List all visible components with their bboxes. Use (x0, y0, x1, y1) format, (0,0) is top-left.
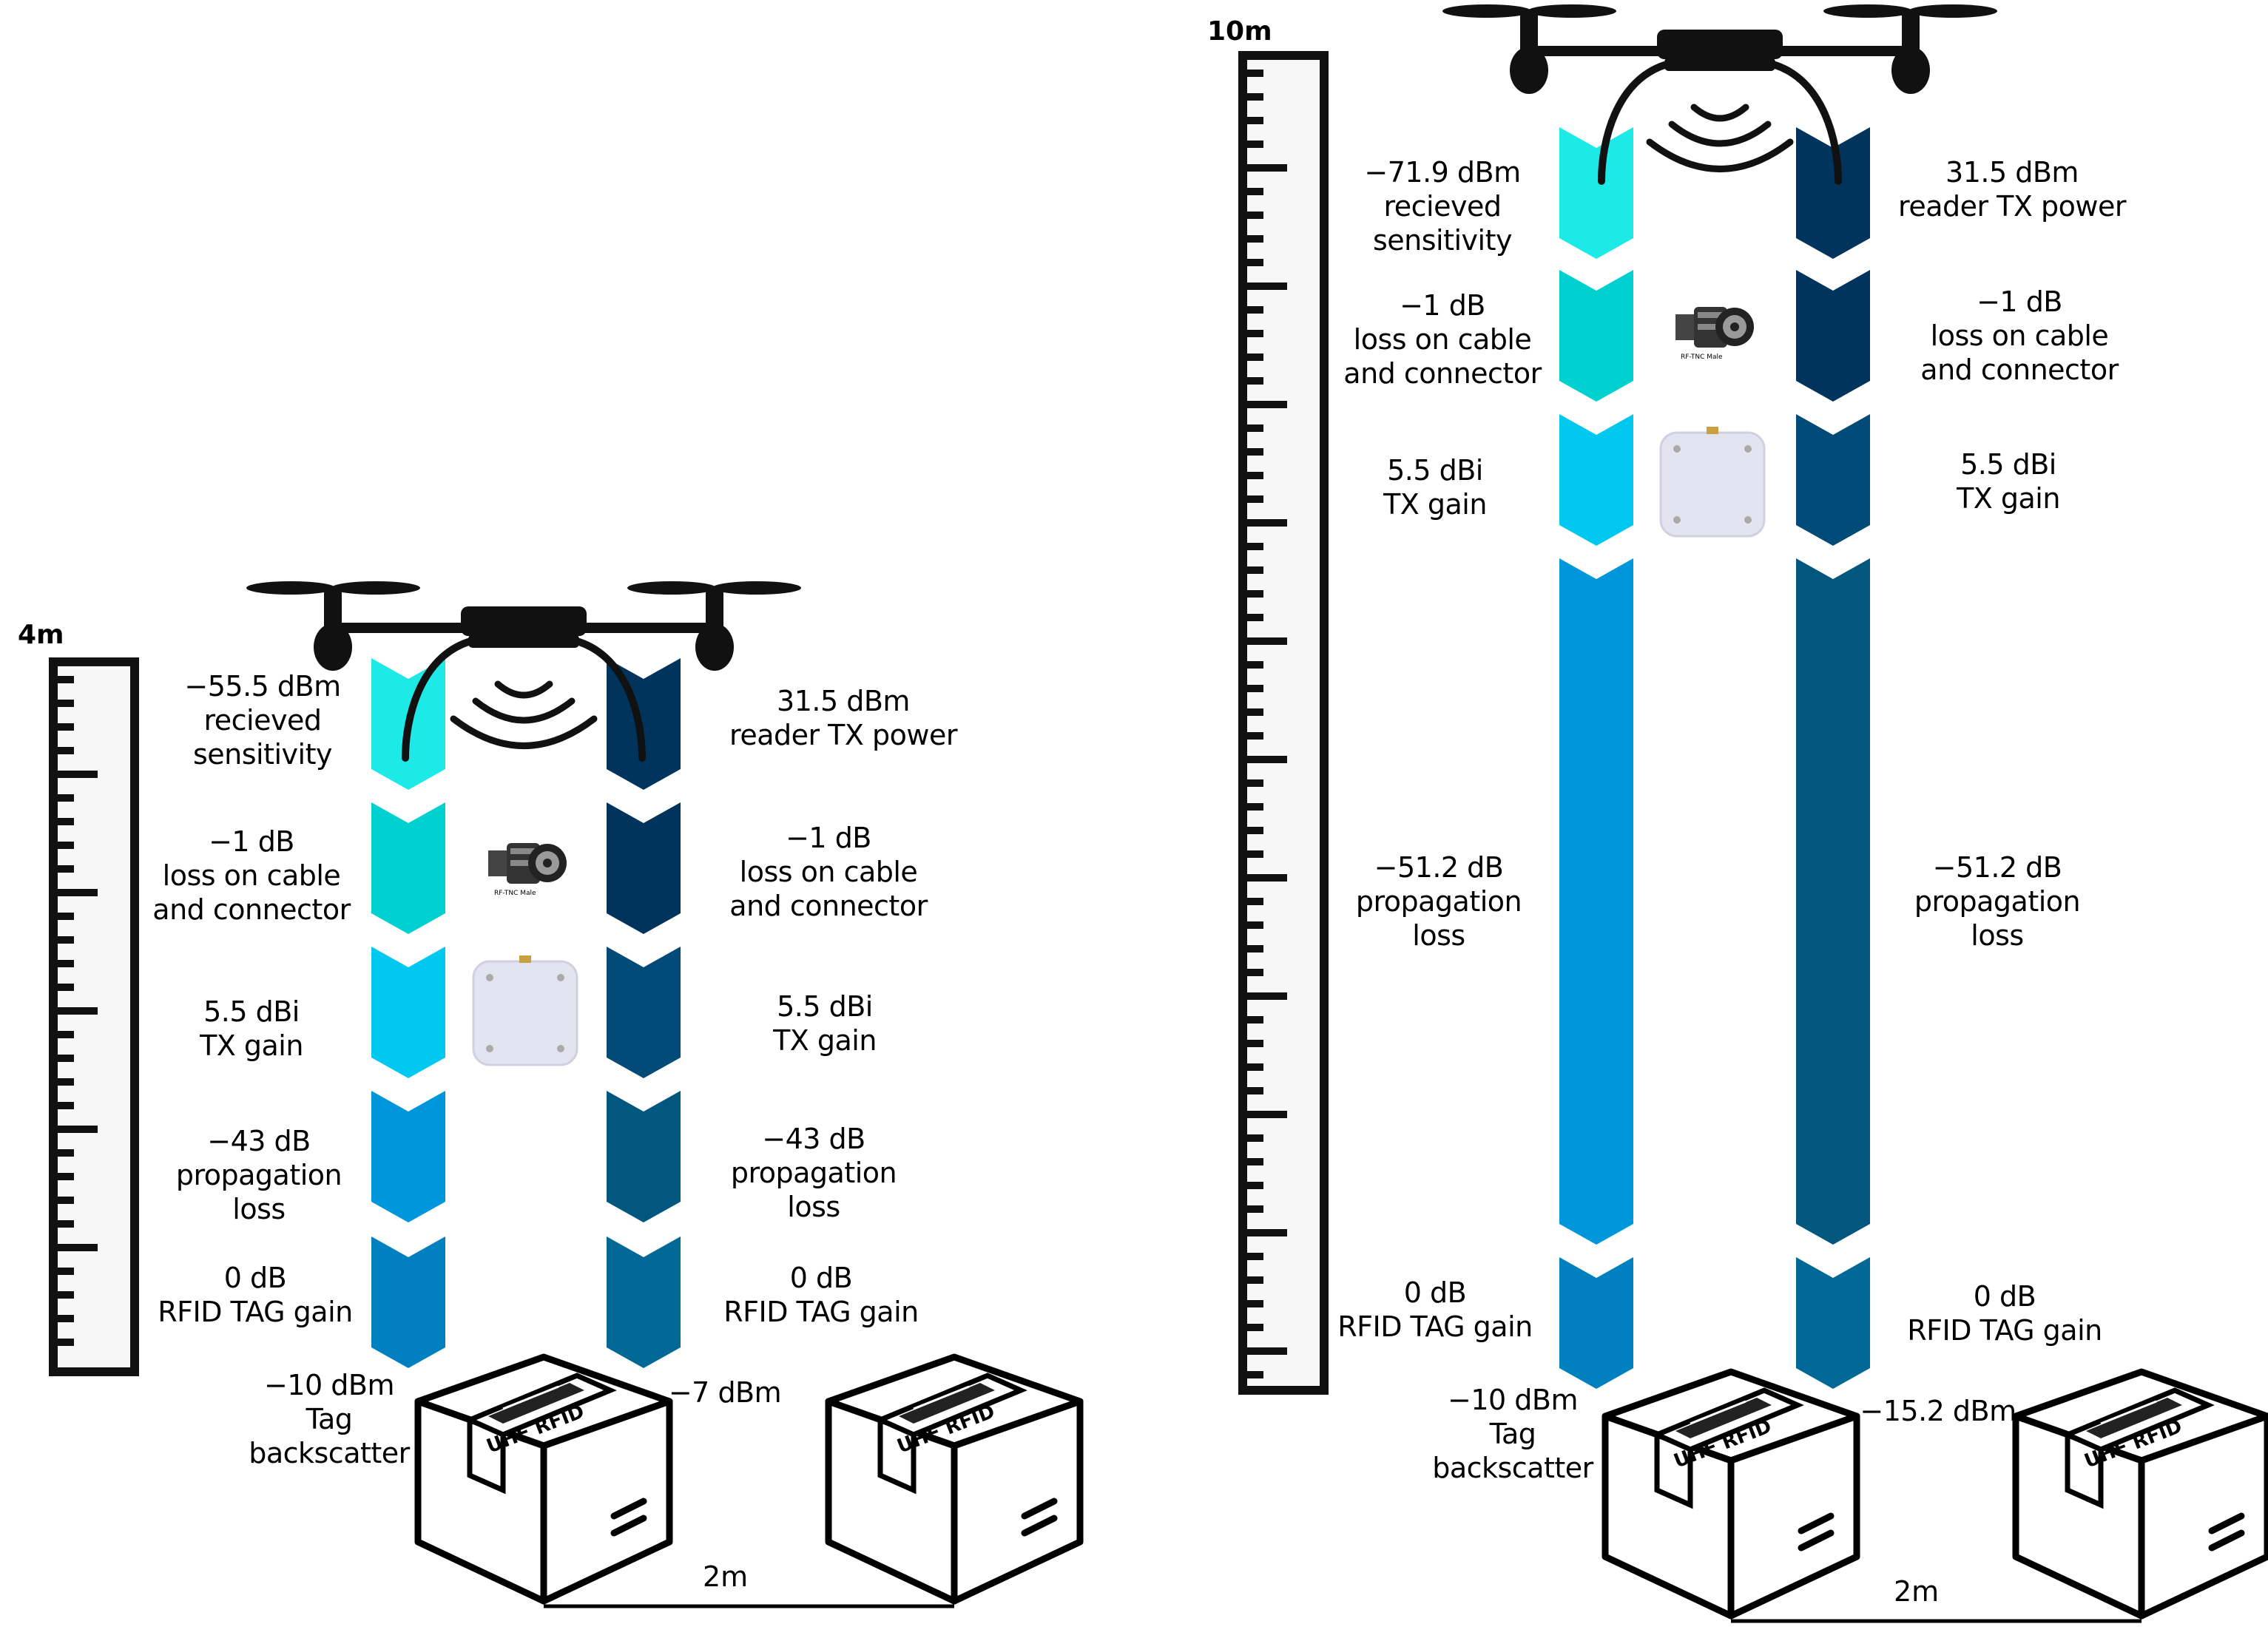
right-ruler (1238, 51, 1329, 1395)
right-uplink-segment-5 (1559, 1257, 1633, 1389)
left-connector-icon (488, 843, 567, 884)
right-downlink-segment-2 (1796, 270, 1870, 402)
left-uplink-segment-4 (371, 1091, 445, 1222)
right-uplink-segment-1 (1559, 127, 1633, 259)
right-box-near-icon (1605, 1372, 1857, 1616)
left-uplink-segment-2 (371, 802, 445, 934)
left-downlink-segment-2 (607, 802, 681, 934)
right-connector-caption: RF-TNC Male (1681, 353, 1723, 361)
left-reader-antenna-icon (472, 954, 578, 1066)
left-box-near-icon (418, 1357, 669, 1601)
left-connector-caption: RF-TNC Male (494, 890, 536, 897)
right-reader-antenna-icon (1659, 425, 1766, 538)
left-scale-label: 4m (18, 620, 64, 650)
right-downlink-segment-5 (1796, 1257, 1870, 1389)
left-distance-label: 2m (703, 1560, 749, 1593)
right-uplink-segment-4 (1559, 558, 1633, 1245)
left-link-arrows (371, 658, 681, 1368)
right-downlink-segment-3 (1796, 414, 1870, 546)
left-uplink-segment-3 (371, 947, 445, 1078)
right-uplink-segment-3 (1559, 414, 1633, 546)
right-box-far-icon (2016, 1372, 2267, 1616)
right-downlink-segment-1 (1796, 127, 1870, 259)
left-downlink-segment-3 (607, 947, 681, 1078)
right-downlink-segment-4 (1796, 558, 1870, 1245)
left-downlink-segment-4 (607, 1091, 681, 1222)
right-distance-label: 2m (1894, 1575, 1940, 1608)
left-box-far-icon (828, 1357, 1080, 1601)
left-downlink-segment-1 (607, 658, 681, 790)
right-panel: 10m RF-TNC Male UHF RFID UHF RFID (1207, 4, 2267, 1623)
left-ruler-frame (49, 657, 139, 1376)
right-ruler-frame (1238, 51, 1329, 1395)
left-ruler (49, 657, 139, 1376)
left-downlink-segment-5 (607, 1236, 681, 1368)
left-right-level-label: −7 dBm (668, 1376, 782, 1409)
left-panel: 4m RF-TNC Male UHF RFID UHF RFID (18, 581, 1080, 1608)
right-connector-icon (1675, 307, 1754, 348)
right-scale-label: 10m (1207, 16, 1272, 47)
right-uplink-segment-2 (1559, 270, 1633, 402)
left-uplink-segment-5 (371, 1236, 445, 1368)
right-right-level-label: −15.2 dBm (1860, 1395, 2016, 1427)
right-link-arrows (1559, 127, 1870, 1389)
